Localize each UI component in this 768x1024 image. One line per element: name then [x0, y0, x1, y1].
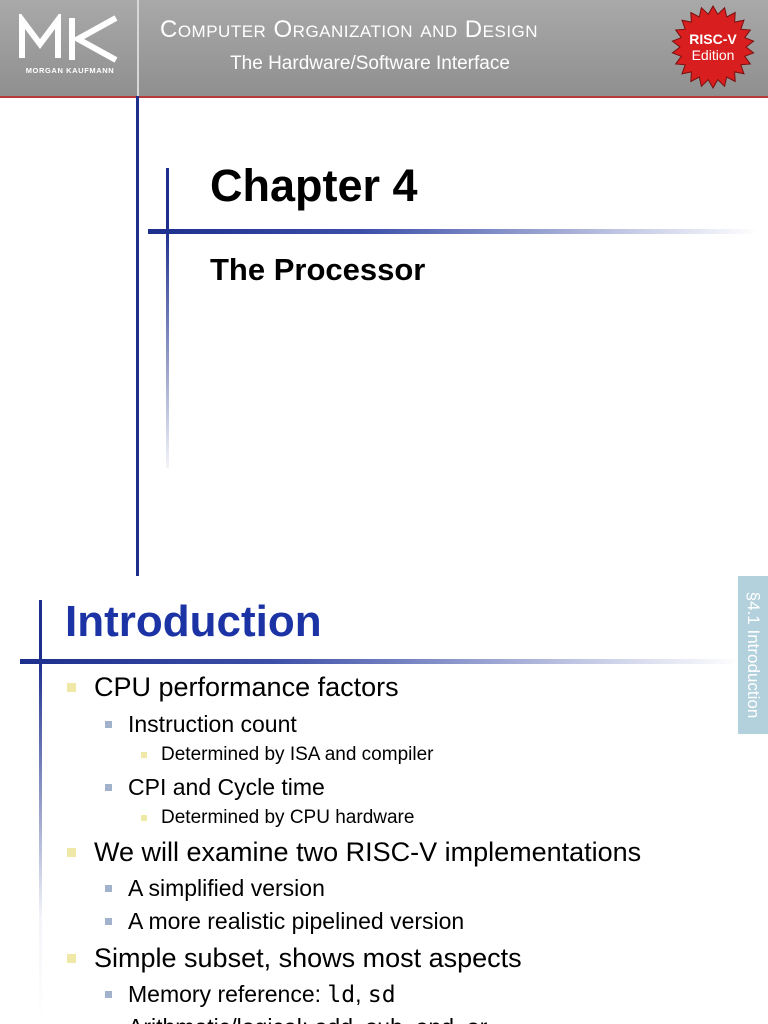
vertical-rule: [136, 96, 139, 576]
banner-divider: [137, 0, 139, 96]
bullet-marker-icon: [67, 954, 76, 963]
bullet-level1: Simple subset, shows most aspects: [67, 943, 522, 974]
chapter-title: Chapter 4: [210, 160, 418, 211]
horizontal-rule: [20, 659, 740, 664]
publisher-logo: MORGAN KAUFMANN: [18, 11, 122, 84]
bullet-level2: Instruction count: [105, 711, 297, 738]
title-slide: MORGAN KAUFMANN Computer Organization an…: [0, 0, 768, 576]
introduction-slide: Introduction §4.1 Introduction CPU perfo…: [0, 576, 768, 1024]
book-title: Computer Organization and Design: [160, 16, 539, 43]
risc-v-edition-badge: RISC-V Edition: [671, 4, 755, 90]
chapter-subtitle: The Processor: [210, 252, 426, 287]
header-banner: MORGAN KAUFMANN Computer Organization an…: [0, 0, 768, 98]
bullet-level3: Determined by ISA and compiler: [141, 744, 433, 766]
bullet-level2: CPI and Cycle time: [105, 774, 325, 801]
horizontal-rule: [148, 229, 758, 234]
vertical-rule: [39, 600, 42, 1024]
bullet-marker-icon: [141, 752, 147, 758]
bullet-level2: Arithmetic/logical: add, sub, and, or: [128, 1014, 487, 1024]
bullet-marker-icon: [105, 885, 112, 892]
logo-subtext: MORGAN KAUFMANN: [25, 66, 115, 75]
bullet-marker-icon: [105, 918, 112, 925]
section-tab: §4.1 Introduction: [738, 576, 768, 734]
bullet-marker-icon: [67, 683, 76, 692]
bullet-marker-icon: [67, 848, 76, 857]
bullet-marker-icon: [105, 784, 112, 791]
bullet-marker-icon: [141, 815, 147, 821]
bullet-marker-icon: [105, 721, 112, 728]
bullet-level1: CPU performance factors: [67, 672, 399, 703]
badge-line1: RISC-V: [689, 31, 737, 47]
mk-logo-icon: [19, 11, 118, 63]
bullet-level1: We will examine two RISC-V implementatio…: [67, 837, 641, 868]
slide-title: Introduction: [65, 597, 322, 646]
starburst-icon: [671, 4, 755, 90]
bullet-level2: A more realistic pipelined version: [105, 908, 464, 935]
badge-line2: Edition: [691, 47, 735, 63]
vertical-accent-rule: [166, 168, 169, 468]
section-tab-label: §4.1 Introduction: [744, 591, 763, 719]
bullet-level2: A simplified version: [105, 875, 325, 902]
bullet-level3: Determined by CPU hardware: [141, 807, 414, 829]
bullet-marker-icon: [105, 991, 112, 998]
book-subtitle: The Hardware/Software Interface: [230, 53, 510, 74]
bullet-level2: Memory reference: ld, sd: [105, 981, 396, 1008]
